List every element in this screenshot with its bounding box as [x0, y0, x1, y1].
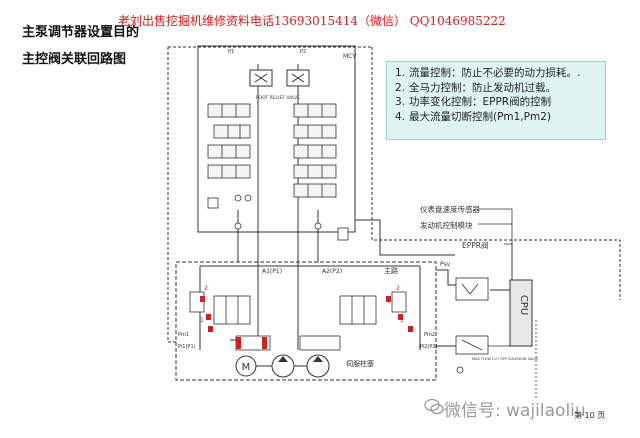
svg-text:Pm1: Pm1 [178, 332, 189, 338]
wechat-icon [424, 398, 444, 415]
svg-text:1: 1 [200, 317, 204, 324]
max-flow-cut-solenoid [455, 335, 489, 374]
page-subtitle: 主控阀关联回路图 [22, 52, 127, 67]
foot-relief-label: FOOT RELIEF VALVE [256, 95, 300, 101]
svg-text:Pi1(P1): Pi1(P1) [178, 344, 196, 350]
svg-text:Psv: Psv [440, 261, 451, 268]
regulator-red-markers [200, 296, 413, 349]
svg-text:2: 2 [204, 285, 208, 292]
pilot-line-right [371, 47, 621, 300]
pump-block [175, 261, 437, 381]
svg-text:A1(P1): A1(P1) [262, 268, 282, 275]
svg-text:2: 2 [396, 285, 400, 292]
mcv-outline [197, 45, 356, 233]
max-flow-label: MAX FLOW CUT OFF SOLENOID VALVE [472, 357, 538, 361]
foot-relief-valves [249, 69, 310, 87]
svg-text:P2: P2 [300, 49, 306, 55]
page-number: 第 10 页 [574, 411, 606, 420]
watermark-text: 老刘出售挖掘机维修资料电话13693015414（微信） QQ104698522… [118, 14, 506, 28]
motor-label: M [242, 362, 251, 373]
engine-module-label: 发动机控制模块 [420, 220, 473, 230]
mcv-label: MCV [343, 53, 357, 60]
eppr-valve [455, 277, 489, 301]
main-line-label: 主路 [384, 266, 398, 275]
info-item: 3.功率变化控制：EPPR阀的控制 [395, 96, 552, 108]
pump-regulators [189, 291, 407, 351]
svg-text:Pi2(P2): Pi2(P2) [420, 344, 438, 350]
cpu-label: CPU [518, 295, 529, 315]
page-title: 主泵调节器设置目的 [22, 25, 140, 40]
purpose-info-box: 1.流量控制：防止不必要的动力损耗。. 2.全马力控制：防止发动机过载。 3.功… [386, 61, 606, 140]
wechat-id-text: 微信号: wajilaoliu [444, 401, 586, 421]
svg-text:Pm2: Pm2 [424, 332, 435, 338]
svg-text:1: 1 [400, 317, 404, 324]
info-item: 4.最大流量切断控制(Pm1,Pm2) [395, 110, 552, 123]
svg-text:P1: P1 [228, 49, 234, 55]
servo-piston-label: 伺服柱塞 [346, 359, 374, 368]
spool-valve-bank [207, 103, 337, 198]
svg-text:A2(P2): A2(P2) [322, 268, 342, 275]
motor-and-pumps [235, 354, 330, 378]
cpu-box [509, 279, 533, 347]
eppr-label: EPPR阀 [462, 241, 489, 250]
pilot-line-left [167, 47, 176, 343]
info-item: 1.流量控制：防止不必要的动力损耗。. [395, 67, 581, 79]
speed-sensor-label: 仪表盘速度传感器 [420, 204, 480, 214]
info-item: 2.全马力控制：防止发动机过载。 [395, 81, 556, 94]
